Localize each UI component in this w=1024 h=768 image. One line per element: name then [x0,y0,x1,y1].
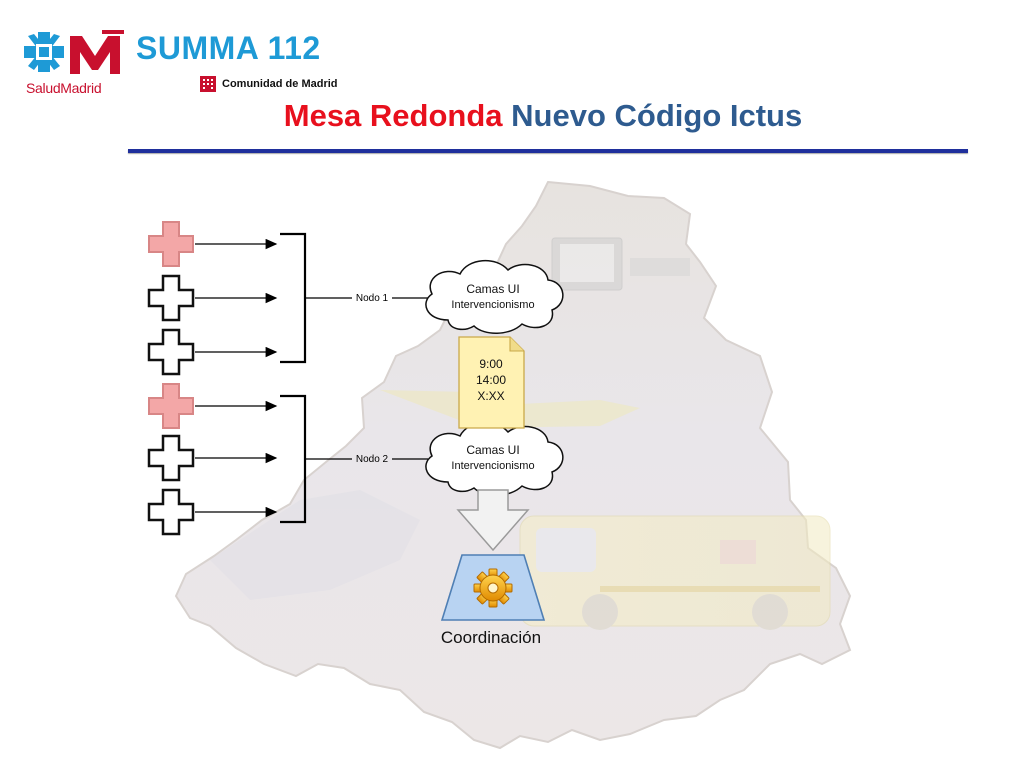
page-title: Mesa Redonda Nuevo Código Ictus [0,98,1024,134]
hospital-cross-icon [147,434,195,482]
bracket-node-2 [280,394,307,524]
cloud-2-line-1: Camas UI [466,443,519,457]
salud-madrid-label: SaludMadrid [26,80,102,96]
node-brackets [280,232,307,524]
gear-icon [473,568,513,608]
down-arrow-icon [456,489,530,552]
note-line-2: 14:00 [476,373,506,387]
hospital-arrows [195,238,278,518]
cloud-node-2: Camas UI Intervencionismo [425,421,564,496]
header-logos: SaludMadrid SUMMA 112 Comunidad de Madri… [22,30,362,100]
coordination-block: Coordinación [441,554,546,647]
coordination-label: Coordinación [441,628,541,647]
title-part-2: Nuevo Código Ictus [511,98,803,133]
hospital-cross-icon [148,383,194,429]
schedule-note: 9:00 14:00 X:XX [458,336,525,429]
salud-madrid-logo [24,30,124,74]
hospital-cross-icon [148,221,194,267]
star-cross-icon [24,32,64,72]
title-part-1: Mesa Redonda [283,98,503,133]
m-letter-icon [70,30,124,74]
node-2-label: Nodo 2 [356,454,389,465]
hospital-cross-icon [147,274,195,322]
node-1-label: Nodo 1 [356,293,389,304]
comunidad-madrid-flag-icon [200,76,216,92]
summa-112-label: SUMMA 112 [136,30,321,66]
hospital-cross-icon [147,488,195,536]
bracket-node-1 [280,232,307,364]
cloud-1-line-2: Intervencionismo [451,299,534,311]
title-underline [128,149,968,153]
cloud-node-1: Camas UI Intervencionismo [425,259,564,334]
cloud-2-line-2: Intervencionismo [451,460,534,472]
comunidad-madrid-label: Comunidad de Madrid [222,78,338,90]
node-connectors [305,297,428,460]
note-line-1: 9:00 [479,357,503,371]
cloud-1-line-1: Camas UI [466,282,519,296]
note-line-3: X:XX [477,389,504,403]
hospital-cross-icon [147,328,195,376]
